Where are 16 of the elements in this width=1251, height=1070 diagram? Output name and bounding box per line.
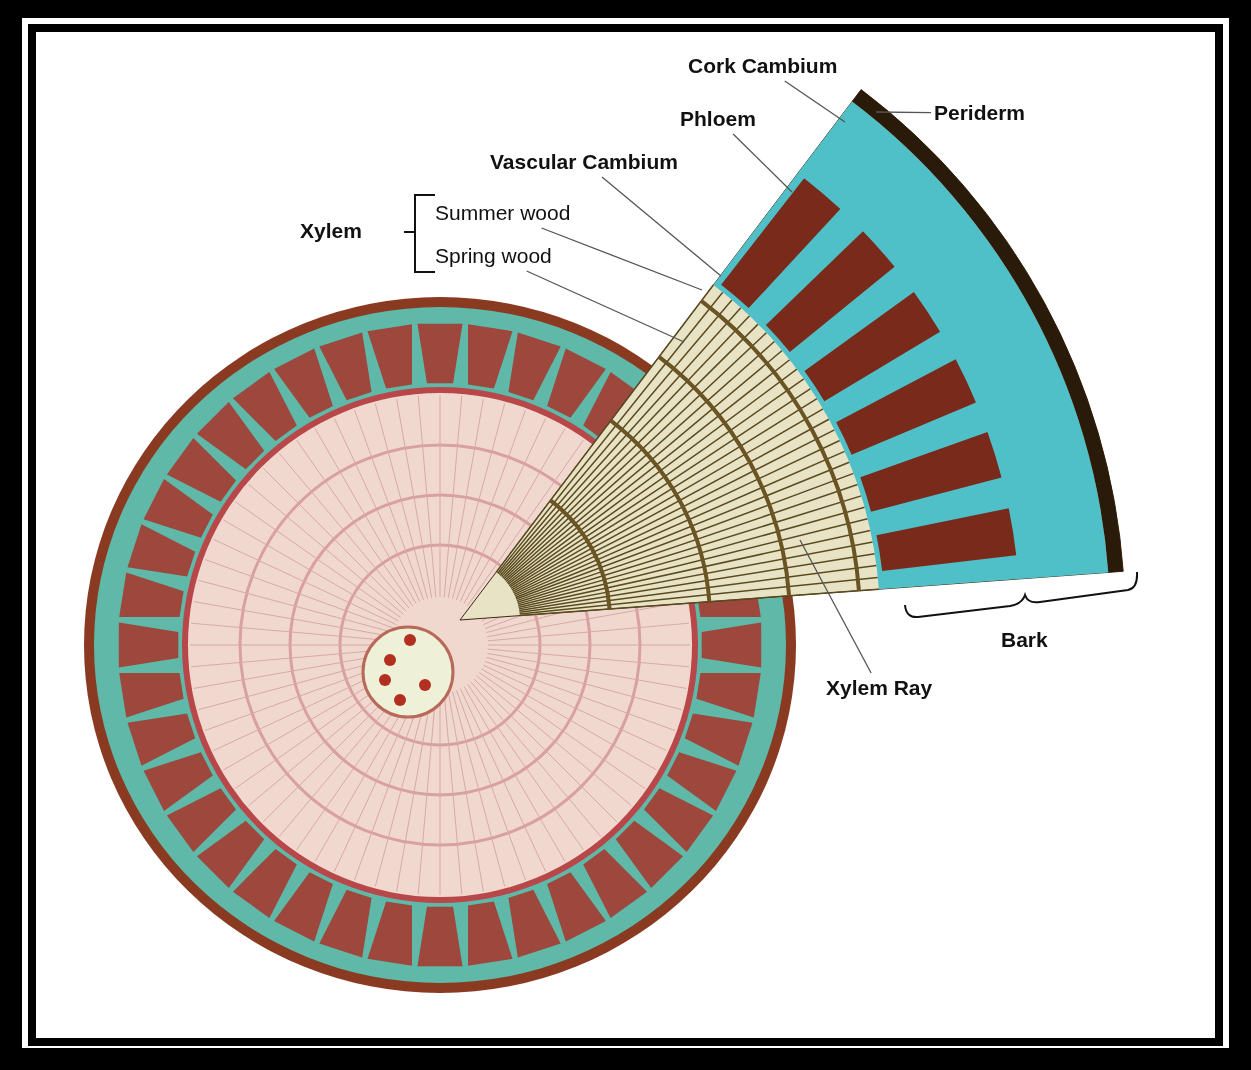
leader-line [601,176,722,277]
leader-line [784,80,846,123]
leader-line [732,133,793,193]
part-label: Xylem [300,219,362,243]
part-label: Phloem [680,107,756,131]
leader-line [875,111,932,114]
leader-line [540,227,703,291]
part-label: Bark [1001,628,1048,652]
part-label: Vascular Cambium [490,150,678,174]
leader-line [799,539,872,674]
leader-line [525,270,685,343]
part-label: Periderm [934,101,1026,125]
part-label: Spring wood [435,244,552,268]
part-label: Summer wood [435,201,571,225]
part-label: Xylem Ray [826,676,933,700]
part-label: Cork Cambium [688,54,838,78]
